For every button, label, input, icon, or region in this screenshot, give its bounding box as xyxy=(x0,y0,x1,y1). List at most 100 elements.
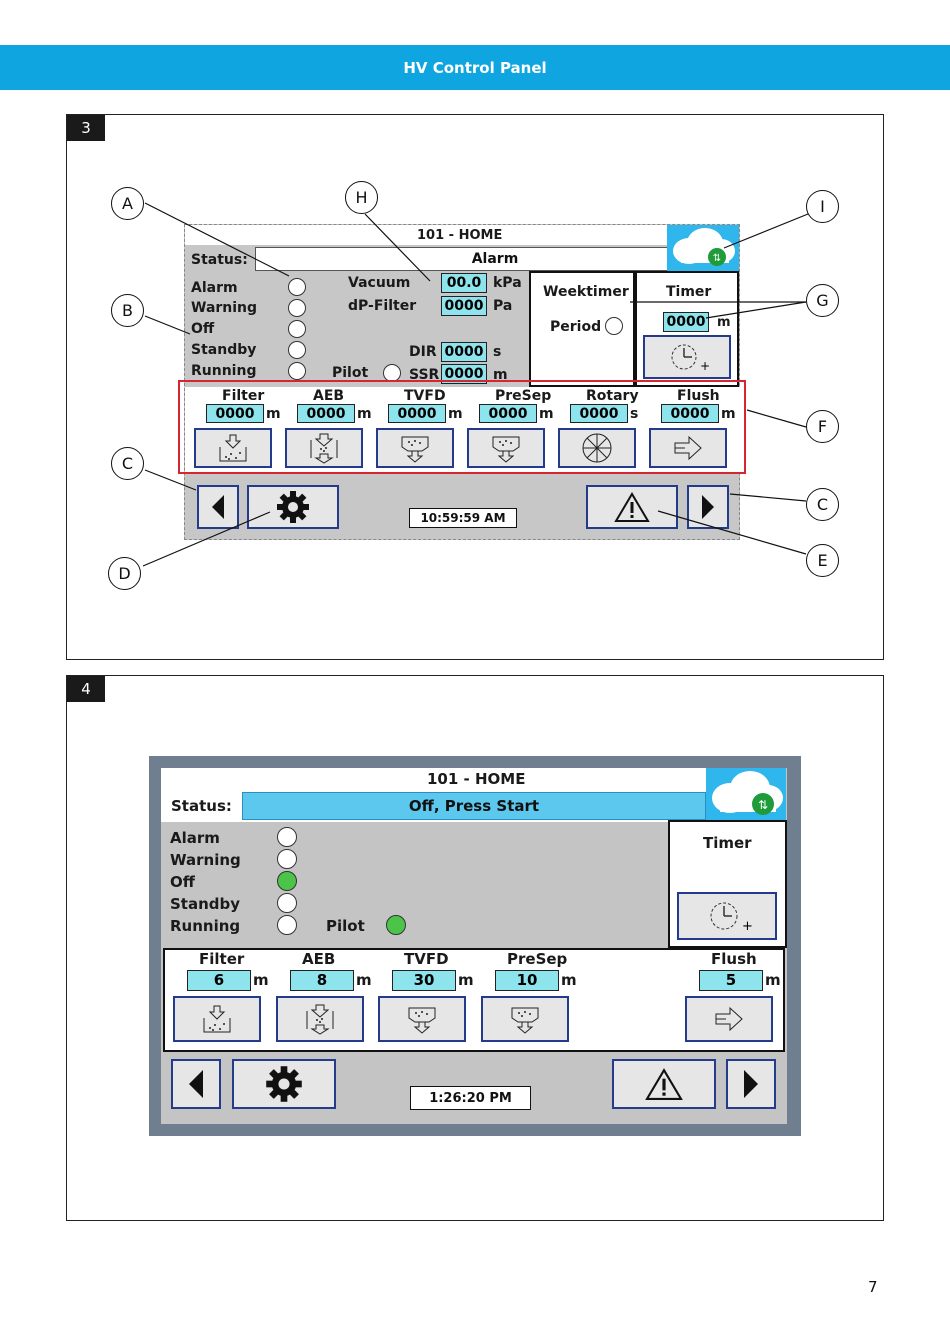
callout-i: I xyxy=(806,190,839,223)
header-banner: HV Control Panel xyxy=(0,45,950,90)
flush-label: Flush xyxy=(677,388,720,404)
callout-c-right: C xyxy=(806,488,839,521)
callout-h: H xyxy=(345,181,378,214)
filter-value: 0000 xyxy=(206,404,264,423)
gear-icon xyxy=(277,491,309,523)
prev-page-button[interactable] xyxy=(171,1059,221,1109)
figure-3-tag: 3 xyxy=(67,115,105,141)
timer-value: 0000 xyxy=(663,312,709,332)
status-label: Status: xyxy=(191,252,248,268)
presep-unit: m xyxy=(539,406,554,422)
alarm-led xyxy=(277,827,297,847)
flush-label: Flush xyxy=(711,950,757,968)
timer-add-button[interactable]: + xyxy=(677,892,777,940)
flush-value: 0000 xyxy=(661,404,719,423)
aeb-icon xyxy=(303,1003,337,1035)
dir-value: 0000 xyxy=(441,342,487,362)
indicator-standby-label: Standby xyxy=(170,895,241,913)
alarm-button[interactable] xyxy=(586,485,678,529)
aeb-button[interactable] xyxy=(285,428,363,468)
flush-button[interactable] xyxy=(685,996,773,1042)
presep-icon xyxy=(508,1004,542,1034)
alarm-button[interactable] xyxy=(612,1059,716,1109)
aeb-label: AEB xyxy=(302,950,336,968)
tvfd-button[interactable] xyxy=(378,996,466,1042)
settings-button[interactable] xyxy=(232,1059,336,1109)
arrow-left-icon xyxy=(189,1070,203,1098)
timer-add-button[interactable]: + xyxy=(643,335,731,379)
presep-label: PreSep xyxy=(507,950,568,968)
presep-button[interactable] xyxy=(467,428,545,468)
off-led xyxy=(288,320,306,338)
dir-unit: s xyxy=(493,344,502,360)
arrow-right-icon xyxy=(744,1070,758,1098)
svg-text:⇅: ⇅ xyxy=(713,253,721,264)
presep-label: PreSep xyxy=(495,388,552,404)
callout-c-left: C xyxy=(111,447,144,480)
filter-unit: m xyxy=(266,406,281,422)
cloud-sync-icon[interactable]: ⇅ xyxy=(667,225,739,271)
pilot-label: Pilot xyxy=(332,365,369,381)
screen-title: 101 - HOME xyxy=(427,770,526,788)
flush-button[interactable] xyxy=(649,428,727,468)
indicator-alarm-label: Alarm xyxy=(170,829,220,847)
dp-filter-unit: Pa xyxy=(493,298,513,314)
rotary-button[interactable] xyxy=(558,428,636,468)
status-field: Off, Press Start xyxy=(242,792,706,820)
hmi-screen-fig3: 101 - HOME Status: Alarm ⇅ Alarm Warning… xyxy=(184,224,741,540)
off-led xyxy=(277,871,297,891)
standby-led xyxy=(288,341,306,359)
indicator-running-label: Running xyxy=(191,363,257,379)
indicator-off-label: Off xyxy=(170,873,195,891)
filter-button[interactable] xyxy=(194,428,272,468)
callout-b: B xyxy=(111,294,144,327)
flush-icon xyxy=(671,433,705,463)
arrow-left-icon xyxy=(212,495,224,519)
clock-display: 10:59:59 AM xyxy=(409,508,517,528)
next-page-button[interactable] xyxy=(687,485,729,529)
aeb-value: 0000 xyxy=(297,404,355,423)
aeb-icon xyxy=(307,432,341,464)
screen-title: 101 - HOME xyxy=(417,228,503,243)
clock-text: 10:59:59 AM xyxy=(420,511,506,525)
filter-button[interactable] xyxy=(173,996,261,1042)
tvfd-unit: m xyxy=(448,406,463,422)
function-highlight-box xyxy=(178,380,746,474)
vacuum-unit: kPa xyxy=(493,275,522,291)
warning-icon xyxy=(614,492,650,522)
flush-unit: m xyxy=(721,406,736,422)
tvfd-value: 30 xyxy=(392,970,456,991)
presep-unit: m xyxy=(561,971,577,989)
dir-label: DIR xyxy=(409,344,437,360)
filter-label: Filter xyxy=(222,388,265,404)
vacuum-value: 00.0 xyxy=(441,273,487,293)
aeb-button[interactable] xyxy=(276,996,364,1042)
indicator-running-label: Running xyxy=(170,917,241,935)
tvfd-label: TVFD xyxy=(404,950,449,968)
timer-add-icon: + xyxy=(710,902,753,934)
indicator-alarm-label: Alarm xyxy=(191,280,238,296)
svg-text:+: + xyxy=(742,919,753,934)
prev-page-button[interactable] xyxy=(197,485,239,529)
tvfd-label: TVFD xyxy=(404,388,446,404)
period-led xyxy=(605,317,623,335)
flush-unit: m xyxy=(765,971,781,989)
warning-icon xyxy=(645,1068,683,1100)
rotary-icon xyxy=(579,431,615,465)
cloud-sync-icon[interactable]: ⇅ xyxy=(706,768,786,822)
clock-display: 1:26:20 PM xyxy=(410,1086,531,1110)
indicator-warning-label: Warning xyxy=(191,300,258,316)
aeb-label: AEB xyxy=(313,388,345,404)
presep-value: 10 xyxy=(495,970,559,991)
warning-led xyxy=(288,299,306,317)
filter-icon xyxy=(216,433,250,463)
svg-text:+: + xyxy=(700,359,710,373)
settings-button[interactable] xyxy=(247,485,339,529)
ssr-value: 0000 xyxy=(441,364,487,384)
tvfd-button[interactable] xyxy=(376,428,454,468)
ssr-unit: m xyxy=(493,367,508,383)
presep-button[interactable] xyxy=(481,996,569,1042)
next-page-button[interactable] xyxy=(726,1059,776,1109)
pilot-label: Pilot xyxy=(326,917,365,935)
